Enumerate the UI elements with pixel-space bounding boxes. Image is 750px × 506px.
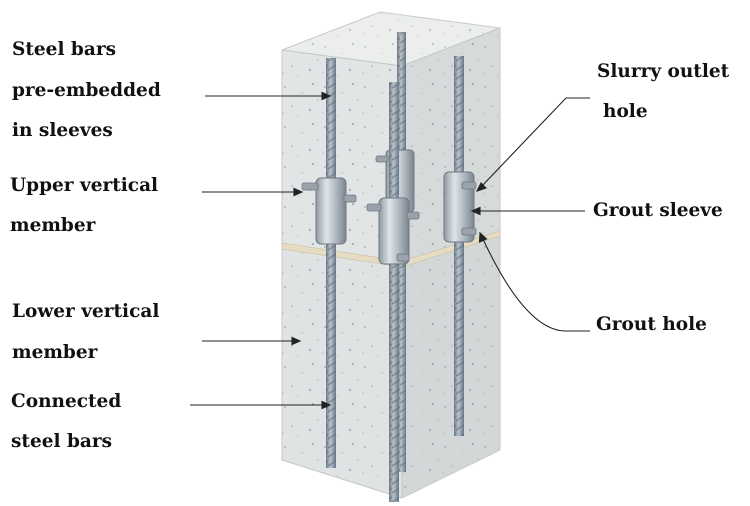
leader-upper-member: [202, 187, 304, 197]
leader-slurry-outlet: [475, 97, 590, 192]
label-grout-hole: Grout hole: [596, 314, 707, 335]
label-lower-member-line1: Lower vertical: [12, 301, 160, 322]
label-grout-sleeve: Grout sleeve: [593, 200, 723, 221]
right-grout-sleeve: [443, 171, 477, 243]
leader-grout-sleeve: [470, 206, 585, 216]
label-steel-bars-line3: in sleeves: [12, 120, 113, 141]
label-upper-member-line1: Upper vertical: [10, 175, 159, 196]
label-connected-bars-line2: steel bars: [11, 431, 113, 452]
left-grout-sleeve: [301, 177, 357, 245]
front-grout-sleeve: [366, 197, 420, 265]
label-upper-member-line2: member: [10, 215, 96, 236]
front-steel-bar: [389, 82, 399, 502]
label-lower-member-line2: member: [12, 342, 98, 363]
leader-connected-bars: [190, 400, 332, 410]
left-steel-bar: [326, 58, 336, 468]
label-slurry-outlet-line2: hole: [603, 101, 648, 122]
label-steel-bars-line1: Steel bars: [12, 39, 116, 60]
leader-steel-bars-pre-embedded: [205, 91, 332, 101]
label-connected-bars-line1: Connected: [11, 391, 122, 412]
right-steel-bar: [454, 56, 464, 436]
leader-lower-member: [202, 336, 302, 346]
label-steel-bars-line2: pre-embedded: [12, 80, 161, 101]
leader-grout-hole: [478, 231, 590, 332]
label-slurry-outlet-line1: Slurry outlet: [597, 61, 730, 82]
